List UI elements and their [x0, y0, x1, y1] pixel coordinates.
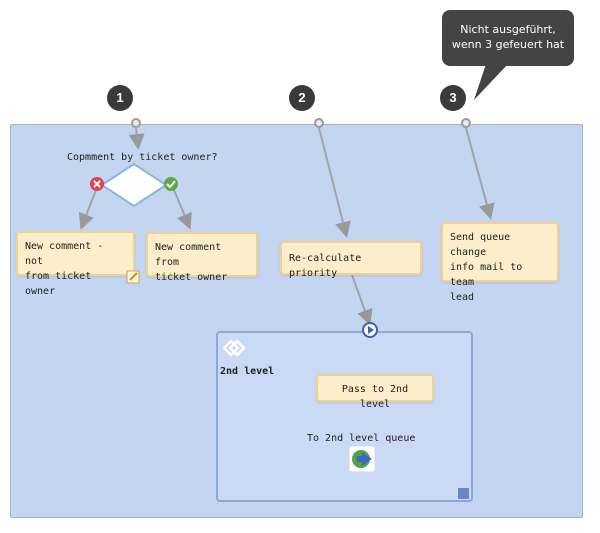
- decision-diamond: [100, 162, 168, 208]
- task-label-line: ticket owner: [155, 272, 228, 283]
- decision-label: Copmment by ticket owner?: [67, 152, 218, 163]
- task-label-line: lead: [450, 292, 475, 303]
- task-send-queue-change-mail[interactable]: Send queue change info mail to team lead: [441, 222, 559, 303]
- task-label-line: New comment from: [155, 242, 222, 268]
- tooltip-line-1: Nicht ausgeführt,: [460, 23, 556, 36]
- step-badge-2: 2: [289, 85, 315, 111]
- task-label-line: Pass to 2nd level: [341, 384, 409, 410]
- connector-1: [128, 127, 145, 150]
- task-label-line: New comment - not: [25, 241, 104, 267]
- resize-handle[interactable]: [458, 488, 469, 499]
- task-new-comment-not-owner[interactable]: New comment - not from ticket owner: [16, 231, 135, 297]
- tooltip-line-2: wenn 3 gefeuert hat: [451, 38, 565, 51]
- subprocess-link-icon: [222, 339, 246, 357]
- step-badge-1: 1: [107, 85, 133, 111]
- edit-note-icon: [126, 270, 140, 284]
- task-label-line: from ticket owner: [25, 271, 92, 297]
- connector-2: [318, 127, 351, 238]
- end-event-label: To 2nd level queue: [307, 433, 416, 444]
- subprocess-title: 2nd level: [220, 366, 275, 377]
- start-pin-3[interactable]: [461, 118, 471, 128]
- task-pass-to-2nd-level[interactable]: Pass to 2nd level: [316, 374, 434, 410]
- check-icon: [164, 177, 178, 191]
- connector-decision-right: [173, 189, 192, 230]
- task-label-line: Send queue change: [450, 232, 511, 258]
- start-pin-1[interactable]: [131, 118, 141, 128]
- step-badge-3: 3: [440, 85, 466, 111]
- cancel-icon: [90, 177, 104, 191]
- tooltip: Nicht ausgeführt, wenn 3 gefeuert hat: [442, 10, 574, 66]
- task-label-line: Re-calculate priority: [289, 253, 362, 279]
- start-pin-2[interactable]: [314, 118, 324, 128]
- connector-3: [465, 127, 495, 220]
- task-label-line: info mail to team: [450, 262, 523, 288]
- task-recalculate-priority[interactable]: Re-calculate priority: [280, 241, 422, 279]
- queue-move-icon: [348, 445, 376, 473]
- task-new-comment-from-owner[interactable]: New comment from ticket owner: [146, 232, 258, 283]
- subprocess-2nd-level[interactable]: [216, 331, 473, 502]
- connector-decision-left: [78, 189, 97, 230]
- connector-recalc-sub: [351, 274, 373, 326]
- subprocess-start-icon: [362, 322, 378, 338]
